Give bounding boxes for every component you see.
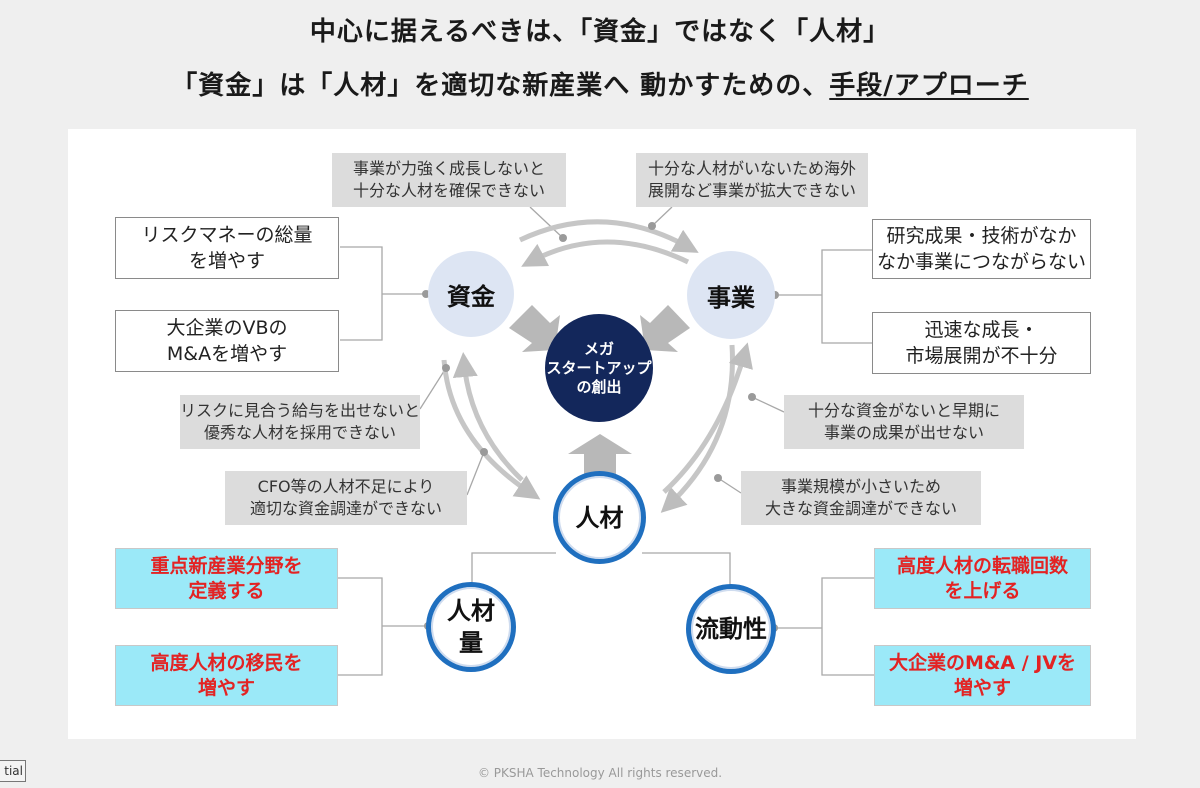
cycle-arrow-right-up	[662, 342, 753, 494]
callout-mid-right: 十分な資金がないと早期に 事業の成果が出せない	[784, 395, 1024, 449]
connector-dot	[480, 448, 488, 456]
cycle-arrow-top-right	[518, 219, 699, 253]
box-research: 研究成果・技術がなか なか事業につながらない	[872, 219, 1091, 279]
cycle-arrow-left-up	[452, 352, 524, 482]
callout-leader-mid-left	[419, 367, 447, 410]
node-business: 事業	[687, 251, 775, 339]
arrow-business-to-center	[640, 305, 690, 352]
callout-leader-low-left	[466, 451, 485, 496]
callout-leader-top-left	[529, 206, 564, 239]
box-job-change: 高度人材の転職回数 を上げる	[874, 548, 1091, 609]
box-growth: 迅速な成長・ 市場展開が不十分	[872, 312, 1091, 374]
connector-dot	[748, 393, 756, 401]
title-line-2: 「資金」は「人材」を適切な新産業へ 動かすための、手段/アプローチ	[0, 64, 1200, 108]
callout-top-right: 十分な人材がいないため海外 展開など事業が拡大できない	[636, 153, 868, 207]
confidential-badge: tial	[0, 760, 26, 782]
copyright-footer: © PKSHA Technology All rights reserved.	[477, 766, 723, 780]
connector-dot	[442, 364, 450, 372]
callout-mid-left: リスクに見合う給与を出せないと 優秀な人材を採用できない	[180, 395, 420, 449]
talent-split-line	[471, 552, 731, 586]
right-bracket-line	[775, 249, 872, 344]
callout-leader-mid-right	[751, 396, 785, 413]
node-capital: 資金	[428, 251, 514, 337]
connector-dot	[559, 234, 567, 242]
box-define-field: 重点新産業分野を 定義する	[115, 548, 338, 609]
arrow-talent-to-center	[568, 434, 632, 474]
box-vb-ma: 大企業のVBの M&Aを増やす	[115, 310, 339, 372]
bottom-right-bracket-line	[774, 577, 874, 676]
callout-low-left: CFO等の人材不足により 適切な資金調達ができない	[225, 471, 467, 525]
node-liquidity: 流動性	[686, 584, 776, 674]
box-ma-jv: 大企業のM&A / JVを 増やす	[874, 645, 1091, 706]
title-line-1: 中心に据えるべきは、「資金」ではなく「人材」	[309, 17, 891, 47]
callout-leader-top-right	[651, 206, 673, 227]
connector-dot	[714, 474, 722, 482]
left-bracket-line	[340, 246, 426, 341]
bottom-left-bracket-line	[338, 577, 428, 676]
node-center: メガ スタートアップ の創出	[545, 314, 653, 422]
box-immigration: 高度人材の移民を 増やす	[115, 645, 338, 706]
title-line-2-underlined: 手段/アプローチ	[829, 71, 1029, 101]
title-line-2-text: 「資金」は「人材」を適切な新産業へ 動かすための、	[171, 71, 830, 101]
callout-top-left: 事業が力強く成長しないと 十分な人材を確保できない	[332, 153, 566, 207]
connector-dot	[648, 222, 656, 230]
cycle-arrow-top-left	[521, 239, 690, 267]
box-risk-money: リスクマネーの総量 を増やす	[115, 217, 339, 279]
callout-leader-low-right	[717, 477, 742, 494]
node-talent-volume: 人材 量	[426, 582, 516, 672]
cycle-arrow-left-down	[441, 359, 541, 500]
node-talent: 人材	[553, 471, 646, 564]
callout-low-right: 事業規模が小さいため 大きな資金調達ができない	[741, 471, 981, 525]
